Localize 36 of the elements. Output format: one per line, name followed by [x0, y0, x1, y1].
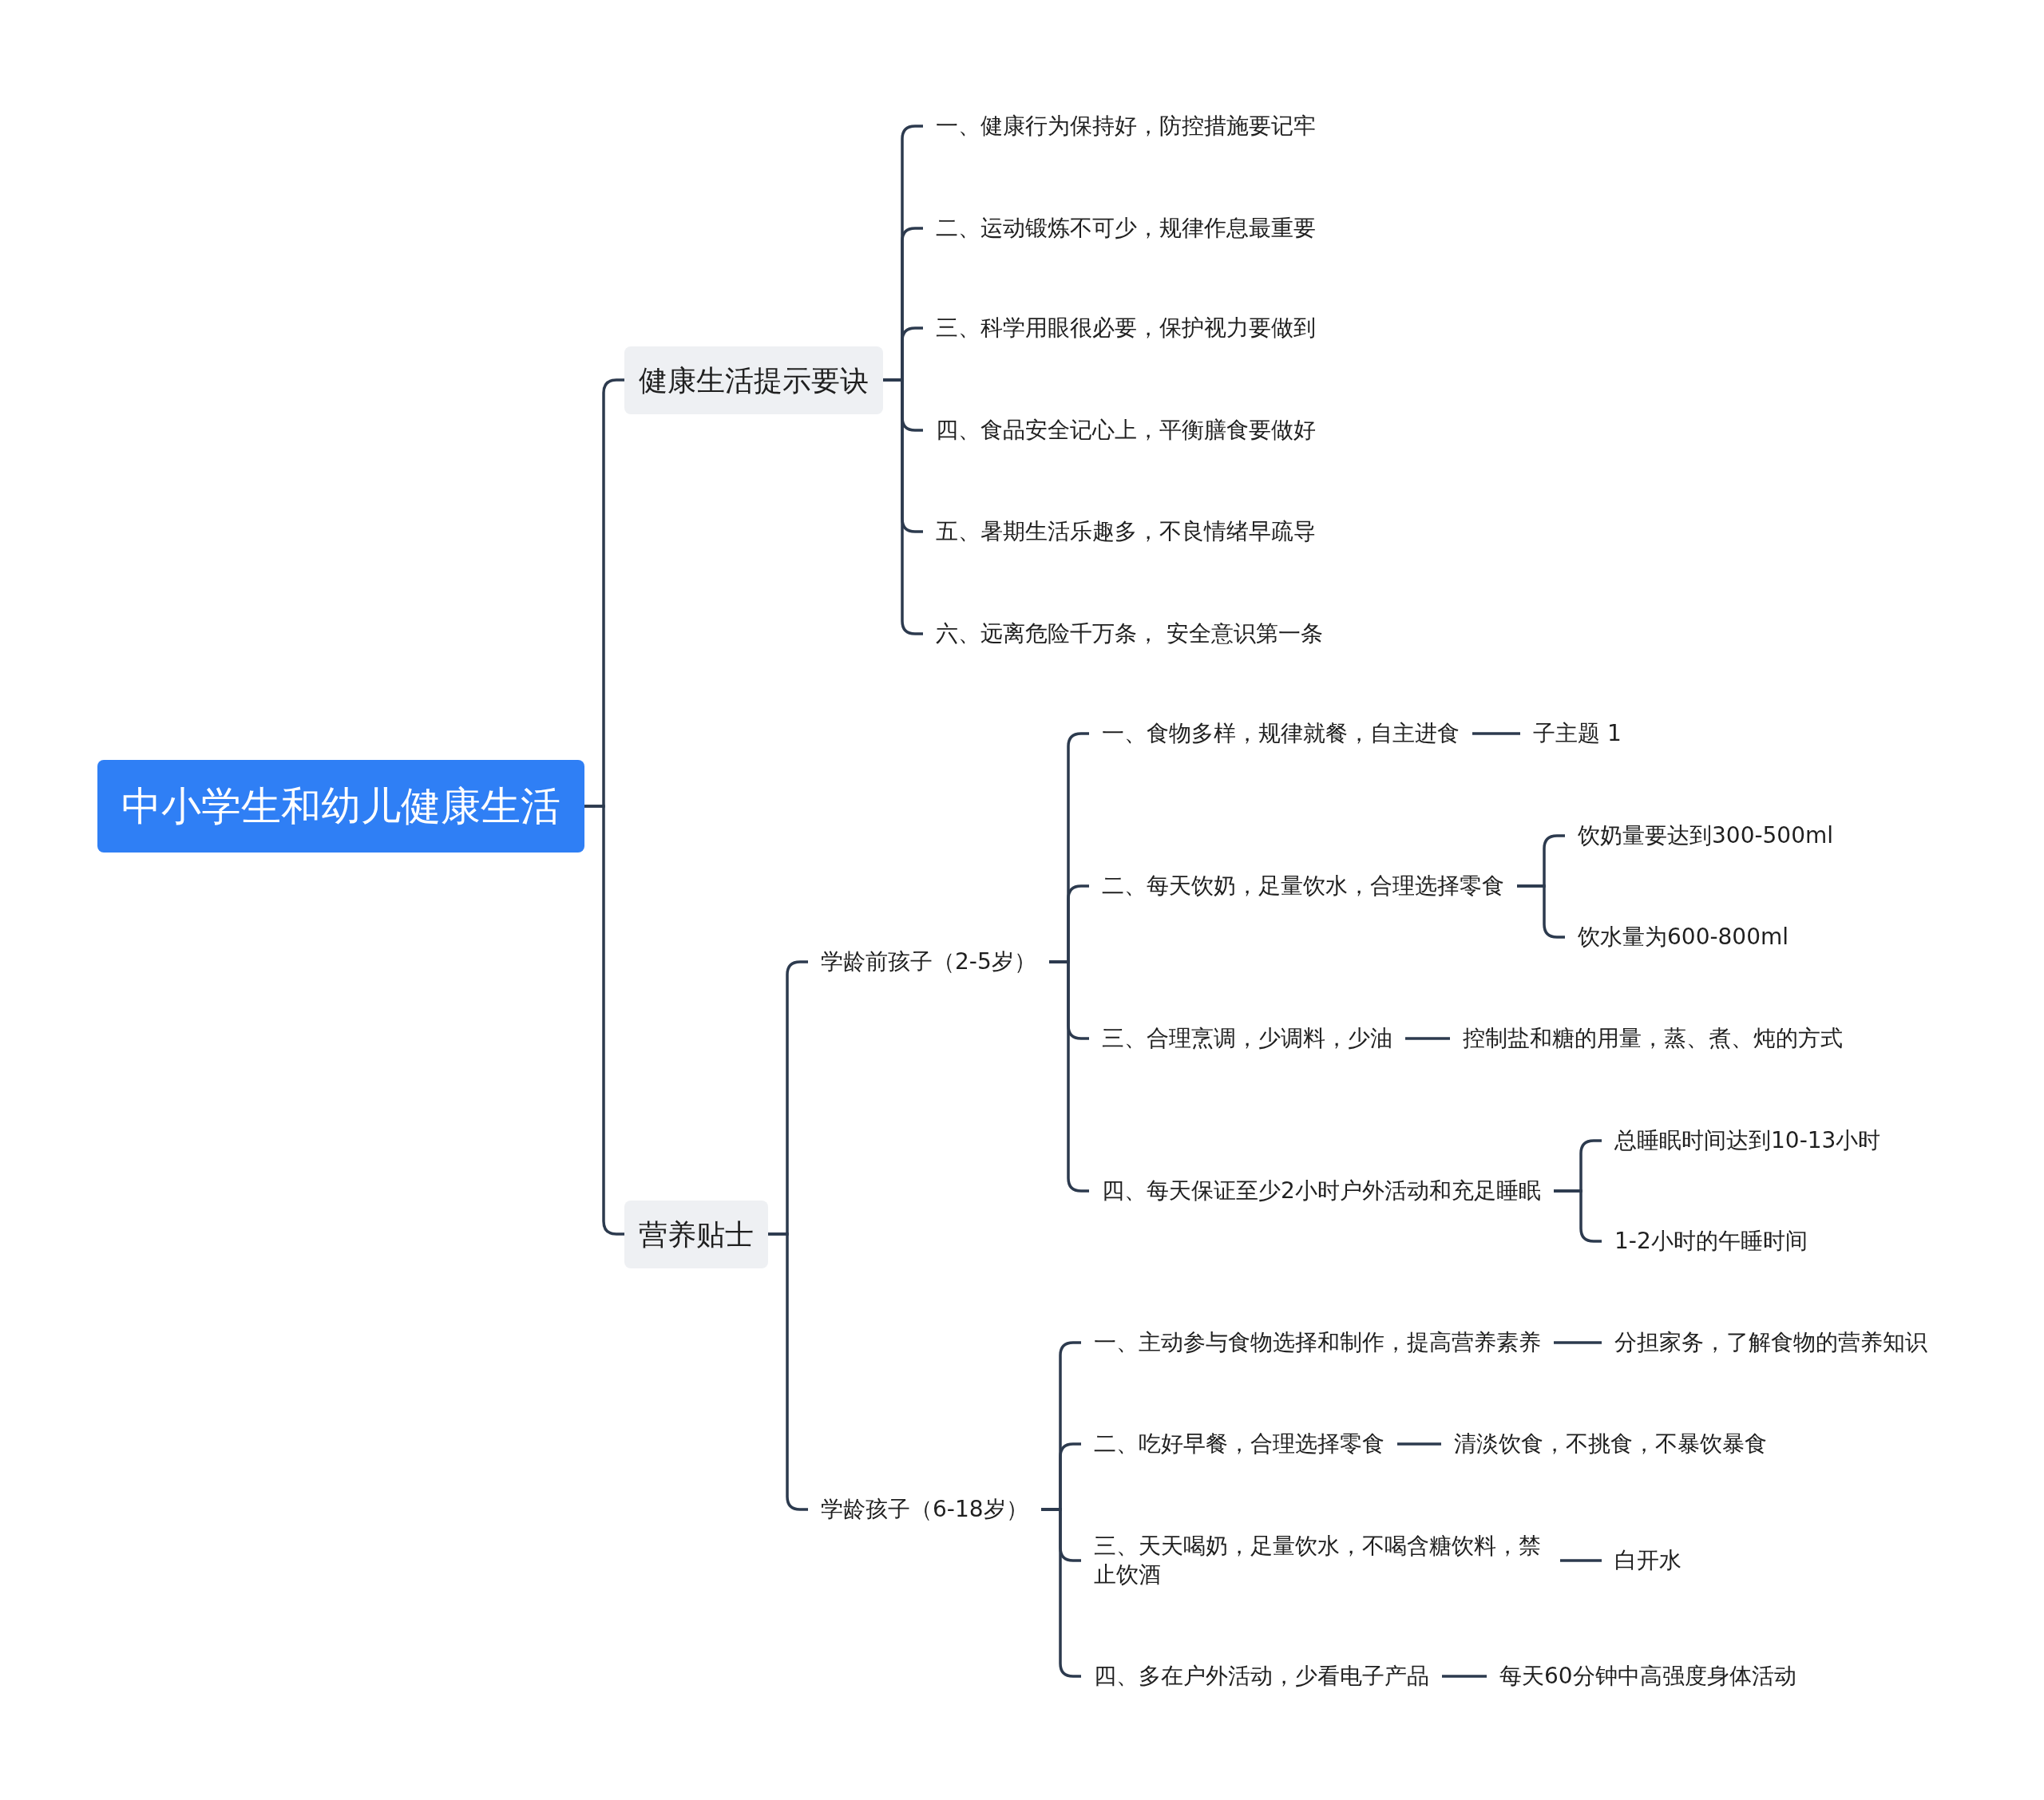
subtopic-text: 学龄前孩子（2-5岁） — [808, 944, 1049, 980]
subtopic-text: 白开水 — [1602, 1543, 1694, 1579]
subtopic-text: 子主题 1 — [1520, 716, 1634, 752]
connector-line — [1442, 1675, 1487, 1678]
subtopic-text: 一、食物多样，规律就餐，自主进食 — [1089, 716, 1472, 752]
connector-line — [584, 805, 624, 1236]
subtopic-text: 四、多在户外活动，少看电子产品 — [1081, 1659, 1442, 1695]
subtopic-text: 1-2小时的午睡时间 — [1602, 1224, 1820, 1260]
subtopic-text: 四、每天保证至少2小时户外活动和充足睡眠 — [1089, 1173, 1554, 1209]
subtopic-text: 二、每天饮奶，足量饮水，合理选择零食 — [1089, 868, 1517, 904]
connector-line — [1397, 1442, 1441, 1446]
subtopic-text: 三、天天喝奶，足量饮水，不喝含糖饮料，禁止饮酒 — [1081, 1528, 1561, 1593]
connector-line — [1554, 1341, 1602, 1344]
connector-line — [1560, 1559, 1602, 1562]
subtopic-text: 三、合理烹调，少调料，少油 — [1089, 1021, 1405, 1057]
subtopic-text: 五、暑期生活乐趣多，不良情绪早疏导 — [923, 514, 1329, 550]
subtopic-text: 总睡眠时间达到10-13小时 — [1602, 1123, 1894, 1159]
main-topic-box: 健康生活提示要诀 — [624, 346, 883, 414]
subtopic-text: 二、吃好早餐，合理选择零食 — [1081, 1426, 1397, 1462]
connector-line — [1405, 1037, 1450, 1040]
subtopic-text: 一、主动参与食物选择和制作，提高营养素养 — [1081, 1325, 1554, 1361]
subtopic-text: 清淡饮食，不挑食，不暴饮暴食 — [1441, 1426, 1780, 1462]
subtopic-text: 四、食品安全记心上，平衡膳食要做好 — [923, 413, 1329, 449]
subtopic-text: 每天60分钟中高强度身体活动 — [1487, 1659, 1809, 1695]
subtopic-text: 饮水量为600-800ml — [1565, 920, 1802, 955]
subtopic-text: 三、科学用眼很必要，保护视力要做到 — [923, 311, 1329, 346]
subtopic-text: 一、健康行为保持好，防控措施要记牢 — [923, 109, 1329, 144]
main-topic-box: 营养贴士 — [624, 1200, 768, 1268]
subtopic-text: 饮奶量要达到300-500ml — [1565, 818, 1847, 854]
connector-line — [1472, 732, 1520, 735]
subtopic-text: 学龄孩子（6-18岁） — [808, 1492, 1041, 1528]
central-topic-box: 中小学生和幼儿健康生活 — [97, 760, 584, 853]
subtopic-text: 二、运动锻炼不可少，规律作息最重要 — [923, 211, 1329, 247]
subtopic-text: 控制盐和糖的用量，蒸、煮、炖的方式 — [1450, 1021, 1856, 1057]
subtopic-text: 六、远离危险千万条， 安全意识第一条 — [923, 616, 1336, 652]
subtopic-text: 分担家务，了解食物的营养知识 — [1602, 1325, 1940, 1361]
